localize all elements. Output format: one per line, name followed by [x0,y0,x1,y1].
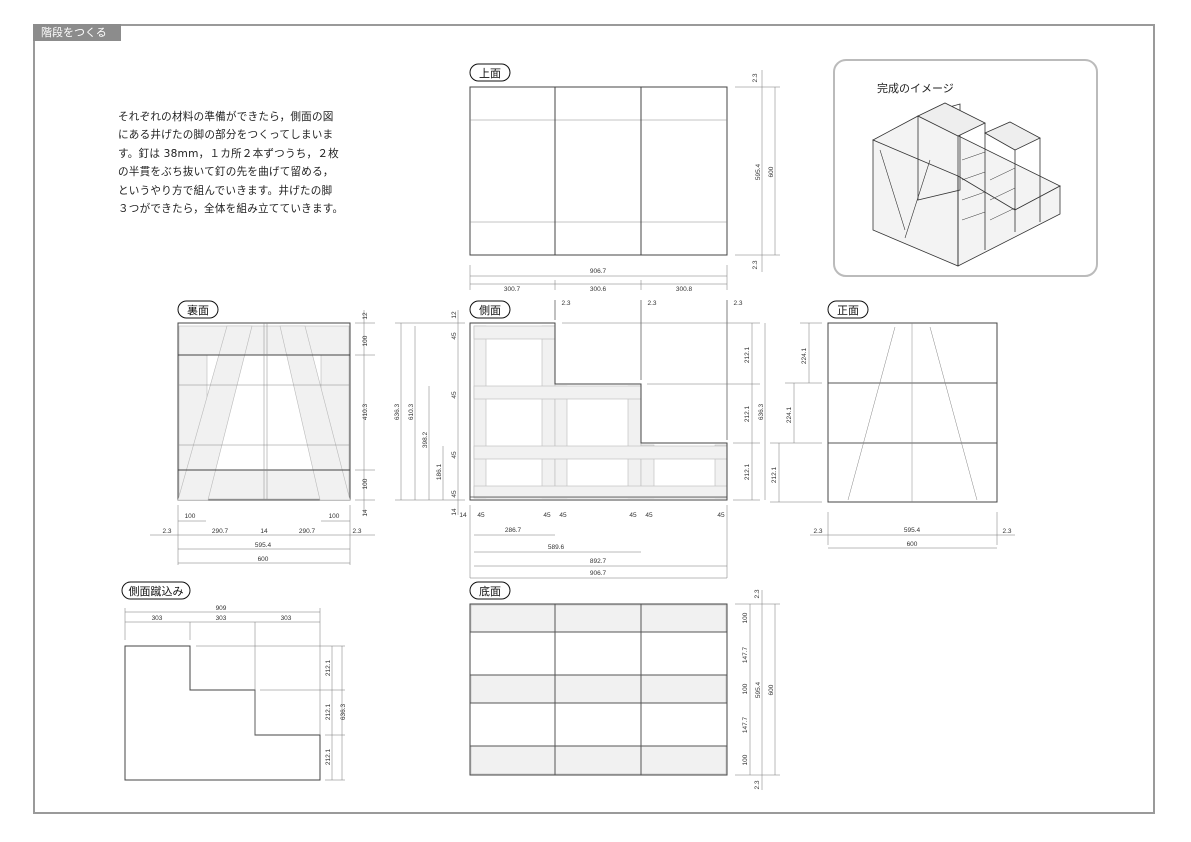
side-dimension-label: 45 [477,512,485,519]
top-dimension-label: 600 [768,166,775,177]
bottom-view: 底面 [469,581,780,790]
side-dimension-label: 636.3 [394,403,401,420]
intro-line: す。釘は 38mm，１カ所２本ずつうち，２枚 [118,147,339,160]
back-dimension-label: 14 [260,528,268,535]
top-view: 上面 [469,63,780,290]
intro-line: ３つができたら，全体を組み立てていきます。 [118,203,344,216]
side-dimension-label: 2.3 [647,300,656,307]
kick-dimension-label: 303 [216,615,227,622]
side-dimension-label: 45 [717,512,725,519]
bottom-dimension-label: 600 [768,684,775,695]
front-dimension-label: 600 [907,541,918,548]
finished-image-box: 完成のイメージ [833,59,1098,277]
intro-line: にある井げたの脚の部分をつくってしまいま [118,129,334,142]
back-dimension-label: 595.4 [255,542,272,549]
back-dimension-label: 600 [258,556,269,563]
side-dimension-label: 610.3 [408,403,415,420]
section-tab: 階段をつくる [33,24,121,41]
bottom-dimension-label: 2.3 [754,780,761,789]
side-dimension-label: 45 [645,512,653,519]
bottom-dimension-label: 100 [742,683,749,694]
side-dimension-label: 12 [451,311,458,319]
top-dimension-label: 2.3 [752,260,759,269]
side-dimension-label: 45 [451,451,458,459]
side-view-label: 側面 [479,304,501,317]
top-dimension-label: 300.7 [504,286,521,293]
back-dimension-label: 410.3 [362,403,369,420]
page-frame [33,24,1155,814]
bottom-view-label: 底面 [479,584,501,598]
kick-dimension-label: 212.1 [325,748,332,765]
top-dimension-label: 2.3 [752,73,759,82]
top-view-label: 上面 [479,67,501,80]
side-dimension-label: 45 [559,512,567,519]
back-dimension-label: 100 [362,478,369,489]
side-dimension-label: 892.7 [590,558,607,565]
side-dimension-label: 636.3 [758,403,765,420]
front-dimension-label: 2.3 [813,528,822,535]
side-dimension-label: 589.6 [548,544,565,551]
dimension-labels: 2.3 595.4 600 2.3 906.7 300.7 300.6 300.8 2.3 2.3… [152,73,1012,789]
back-dimension-label: 100 [185,513,196,520]
isometric-staircase-illustration [872,102,1061,267]
side-view: 側面 [395,300,766,579]
side-dimension-label: 212.1 [744,405,751,422]
side-dimension-label: 2.3 [733,300,742,307]
back-dimension-label: 100 [329,513,340,520]
side-dimension-label: 212.1 [744,346,751,363]
front-dimension-label: 212.1 [771,466,778,483]
side-dimension-label: 45 [451,490,458,498]
bottom-dimension-label: 100 [742,754,749,765]
side-dimension-label: 45 [451,391,458,399]
bottom-dimension-label: 147.7 [742,646,749,663]
side-dimension-label: 398.2 [422,431,429,448]
front-dimension-label: 224.1 [786,406,793,423]
back-dimension-label: 290.7 [299,528,316,535]
bottom-dimension-label: 100 [742,612,749,623]
top-dimension-label: 906.7 [590,268,607,275]
back-dimension-label: 12 [362,312,369,320]
side-dimension-label: 906.7 [590,570,607,577]
front-dimension-label: 2.3 [1002,528,1011,535]
back-dimension-label: 290.7 [212,528,229,535]
side-dimension-label: 14 [459,512,467,519]
intro-text: それぞれの材料の準備ができたら，側面の図 にある井げたの脚の部分をつくってしまい… [118,108,343,218]
top-dimension-label: 300.6 [590,286,607,293]
side-dimension-label: 286.7 [505,527,522,534]
image-caption: 完成のイメージ [877,81,954,95]
kick-dimension-label: 303 [281,615,292,622]
front-dimension-label: 595.4 [904,527,921,534]
bottom-dimension-label: 2.3 [754,589,761,598]
bottom-dimension-label: 147.7 [742,716,749,733]
side-dimension-label: 186.1 [436,463,443,480]
side-dimension-label: 14 [451,508,458,516]
top-dimension-label: 300.8 [676,286,693,293]
kick-view-label: 側面蹴込み [129,584,184,598]
kick-dimension-label: 212.1 [325,703,332,720]
back-view-label: 裏面 [187,303,209,317]
side-dimension-label: 45 [629,512,637,519]
kick-dimension-label: 212.1 [325,659,332,676]
intro-line: の半貫をぶち抜いて釘の先を曲げて留める， [118,166,334,179]
side-dimension-label: 45 [451,332,458,340]
kick-dimension-label: 909 [216,605,227,612]
back-dimension-label: 2.3 [162,528,171,535]
side-kick-plate-view: 側面蹴込み [121,581,345,781]
front-view-label: 正面 [837,304,859,317]
intro-line: というやり方で組んでいきます。井げたの脚 [118,184,333,197]
bottom-dimension-label: 595.4 [755,681,762,698]
back-dimension-label: 100 [362,335,369,346]
side-dimension-label: 2.3 [561,300,570,307]
side-dimension-label: 212.1 [744,463,751,480]
back-view: 裏面 [150,300,375,565]
kick-dimension-label: 303 [152,615,163,622]
back-dimension-label: 14 [362,509,369,517]
front-dimension-label: 224.1 [801,347,808,364]
front-view: 正面 [770,300,1015,549]
kick-dimension-label: 636.3 [340,703,347,720]
intro-line: それぞれの材料の準備ができたら，側面の図 [118,111,334,123]
side-dimension-label: 45 [543,512,551,519]
back-dimension-label: 2.3 [352,528,361,535]
top-dimension-label: 595.4 [755,163,762,180]
